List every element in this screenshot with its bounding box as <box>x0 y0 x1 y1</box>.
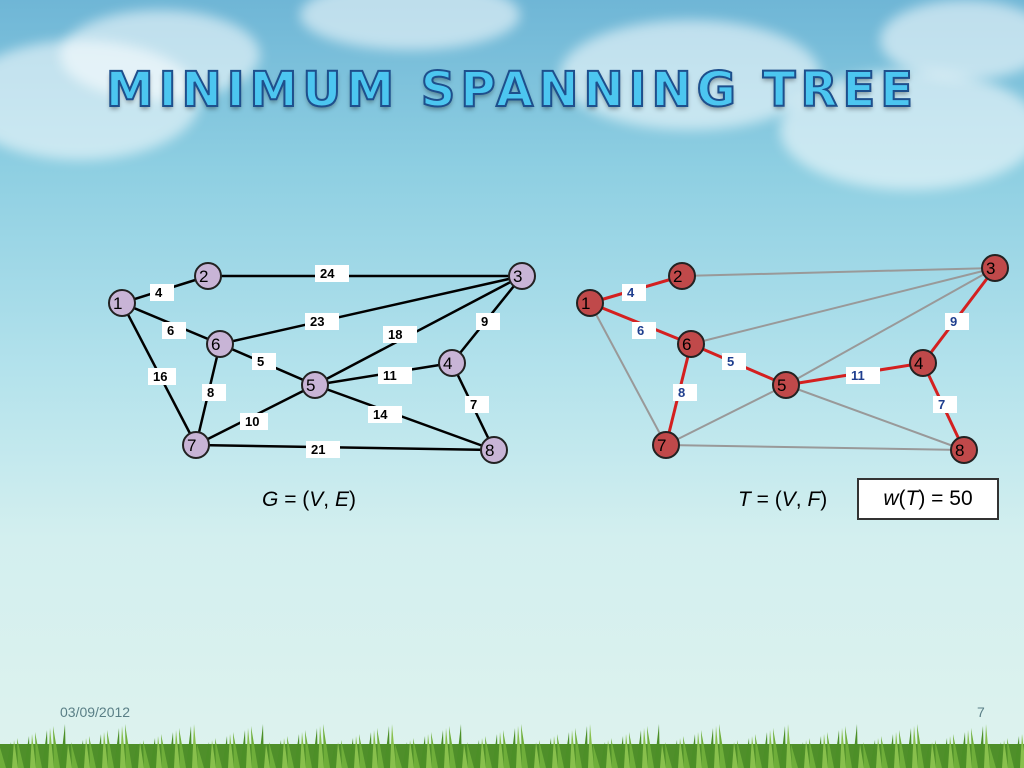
node-3-label: 3 <box>513 267 522 286</box>
tree-weight-label-1-2: 4 <box>627 285 635 300</box>
weight-label-7-8: 21 <box>311 442 325 457</box>
edge-7-8 <box>196 445 494 450</box>
weight-label-1-6: 6 <box>167 323 174 338</box>
tree-node-1-label: 1 <box>581 294 590 313</box>
graph-g: 461624231895811141072112345678 <box>109 263 535 463</box>
weight-label-2-3: 24 <box>320 266 335 281</box>
caption-g-e: E <box>335 488 349 511</box>
caption-t-eq: = ( <box>757 488 782 511</box>
tree-weight-label-5-4: 11 <box>851 368 865 383</box>
tree-node-3: 3 <box>982 255 1008 281</box>
tree-node-8: 8 <box>951 437 977 463</box>
graph-t: 4 6 5 8 11 9 7 1 2 3 4 5 6 7 8 <box>577 255 1008 463</box>
tree-node-6-label: 6 <box>682 335 691 354</box>
tree-node-4: 4 <box>910 350 936 376</box>
tree-weight-label-3-4: 9 <box>950 314 957 329</box>
weight-label-5-4: 11 <box>383 368 397 383</box>
caption-t: T = (V, F) <box>738 488 827 512</box>
tree-node-3-label: 3 <box>986 259 995 278</box>
node-6-label: 6 <box>211 335 220 354</box>
node-5: 5 <box>302 372 328 398</box>
node-3: 3 <box>509 263 535 289</box>
node-1-label: 1 <box>113 294 122 313</box>
weight-label-1-7: 16 <box>153 369 167 384</box>
node-6: 6 <box>207 331 233 357</box>
caption-t-symbol: T <box>738 488 751 511</box>
tree-node-1: 1 <box>577 290 603 316</box>
tree-node-4-label: 4 <box>914 354 923 373</box>
tree-node-6: 6 <box>678 331 704 357</box>
weight-label-5-8: 14 <box>373 407 388 422</box>
non-tree-edge-7-8 <box>666 445 964 450</box>
weight-label-7-5: 10 <box>245 414 259 429</box>
footer-date: 03/09/2012 <box>60 704 130 720</box>
caption-t-close: ) <box>820 488 827 511</box>
weight-label-4-8: 7 <box>470 397 477 412</box>
caption-g-symbol: G <box>262 488 278 511</box>
non-tree-edge-6-3 <box>691 268 995 344</box>
tree-weight-box: w(T) = 50 <box>857 478 999 520</box>
caption-g: G = (V, E) <box>262 488 356 512</box>
non-tree-edge-2-3 <box>682 268 995 276</box>
tree-node-7-label: 7 <box>657 436 666 455</box>
node-7: 7 <box>183 432 209 458</box>
weight-label-6-7: 8 <box>207 385 214 400</box>
node-4-label: 4 <box>443 354 452 373</box>
caption-g-v: V <box>309 488 323 511</box>
weight-label-3-4: 9 <box>481 314 488 329</box>
weight-label-1-2: 4 <box>155 285 163 300</box>
node-4: 4 <box>439 350 465 376</box>
caption-g-eq: = ( <box>284 488 309 511</box>
weight-label-6-3: 23 <box>310 314 324 329</box>
tree-weight-label-1-6: 6 <box>637 323 644 338</box>
tree-node-7: 7 <box>653 432 679 458</box>
node-8-label: 8 <box>485 441 494 460</box>
weight-value: ) = 50 <box>918 487 972 510</box>
weight-label-6-5: 5 <box>257 354 264 369</box>
weight-arg: T <box>906 487 919 510</box>
tree-node-2-label: 2 <box>673 267 682 286</box>
node-8: 8 <box>481 437 507 463</box>
grass-decoration <box>0 722 1024 768</box>
caption-g-close: ) <box>349 488 356 511</box>
node-5-label: 5 <box>306 376 315 395</box>
tree-weight-label-4-8: 7 <box>938 397 945 412</box>
tree-node-5-label: 5 <box>777 376 786 395</box>
tree-weight-label-6-7: 8 <box>678 385 685 400</box>
page-number: 7 <box>977 704 985 720</box>
node-2-label: 2 <box>199 267 208 286</box>
weight-label-5-3: 18 <box>388 327 402 342</box>
node-7-label: 7 <box>187 436 196 455</box>
weight-fn: w <box>883 487 898 510</box>
tree-node-8-label: 8 <box>955 441 964 460</box>
node-2: 2 <box>195 263 221 289</box>
tree-node-2: 2 <box>669 263 695 289</box>
tree-node-5: 5 <box>773 372 799 398</box>
weight-open: ( <box>899 487 906 510</box>
caption-g-sep: , <box>323 488 329 511</box>
tree-weight-label-6-5: 5 <box>727 354 734 369</box>
caption-t-f: F <box>807 488 820 511</box>
node-1: 1 <box>109 290 135 316</box>
caption-t-sep: , <box>796 488 802 511</box>
caption-t-v: V <box>782 488 796 511</box>
